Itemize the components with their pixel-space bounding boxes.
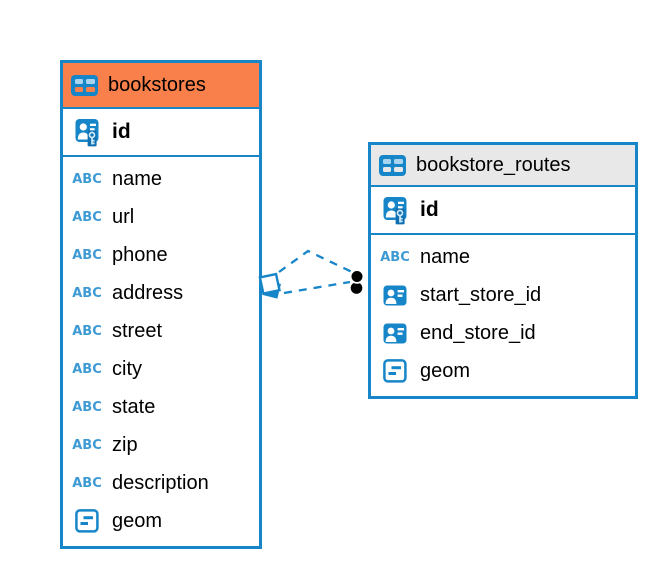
column-label: url: [112, 205, 135, 228]
column-label: name: [112, 167, 163, 190]
column-label: state: [112, 395, 156, 418]
column-row-city: ABC city: [71, 350, 251, 388]
column-label: id: [112, 120, 131, 143]
text-type-icon: ABC: [72, 361, 102, 377]
column-label: start_store_id: [420, 283, 542, 306]
column-row-phone: ABC phone: [71, 236, 251, 274]
primary-key-icon: [75, 118, 98, 146]
relationship-line-upper[interactable]: [278, 249, 353, 274]
column-row-name: ABC name: [71, 160, 251, 198]
text-type-icon: ABC: [72, 399, 102, 415]
text-type-icon: ABC: [72, 171, 102, 187]
column-row-state: ABC state: [71, 388, 251, 426]
primary-key-icon: [383, 196, 406, 224]
relationship-line-lower[interactable]: [283, 280, 351, 295]
relationship-target-dot-upper[interactable]: [349, 269, 365, 284]
text-type-icon: ABC: [72, 437, 102, 453]
column-label: description: [112, 471, 209, 494]
column-label: city: [112, 357, 142, 380]
text-type-icon: ABC: [380, 249, 410, 265]
text-type-icon: ABC: [72, 247, 102, 263]
table-title: bookstores: [108, 73, 206, 96]
relationship-source-anchor-front-square[interactable]: [258, 272, 281, 296]
primary-key-section: id: [63, 109, 259, 157]
text-type-icon: ABC: [72, 475, 102, 491]
column-label: id: [420, 198, 439, 221]
geometry-type-icon: [383, 359, 407, 383]
column-label: zip: [112, 433, 138, 456]
primary-key-section: id: [371, 187, 635, 235]
column-row-name: ABC name: [379, 238, 627, 276]
table-icon: [71, 74, 98, 96]
column-label: street: [112, 319, 163, 342]
relationship-target-dot-lower[interactable]: [350, 282, 363, 294]
column-row-id: id: [71, 109, 251, 155]
text-type-icon: ABC: [72, 209, 102, 225]
column-row-geom: geom: [71, 502, 251, 540]
geometry-type-icon: [75, 509, 99, 533]
column-row-start_store_id: start_store_id: [379, 276, 627, 314]
table-title: bookstore_routes: [416, 153, 571, 176]
column-row-zip: ABC zip: [71, 426, 251, 464]
column-label: name: [420, 245, 471, 268]
table-header-bookstores[interactable]: bookstores: [63, 63, 259, 109]
reference-icon: [383, 285, 407, 305]
table-icon: [379, 154, 406, 176]
table-header-bookstore-routes[interactable]: bookstore_routes: [371, 145, 635, 187]
column-row-description: ABC description: [71, 464, 251, 502]
column-label: phone: [112, 243, 168, 266]
text-type-icon: ABC: [72, 323, 102, 339]
column-label: address: [112, 281, 184, 304]
column-label: geom: [420, 359, 471, 382]
column-row-street: ABC street: [71, 312, 251, 350]
relationship-source-anchor-back-square[interactable]: [262, 280, 281, 299]
text-type-icon: ABC: [72, 285, 102, 301]
column-row-geom: geom: [379, 352, 627, 390]
column-label: end_store_id: [420, 321, 536, 344]
column-row-id: id: [379, 187, 627, 233]
column-label: geom: [112, 509, 163, 532]
column-row-address: ABC address: [71, 274, 251, 312]
table-node-bookstore-routes[interactable]: bookstore_routes id ABC name start_store_i…: [368, 142, 638, 399]
column-row-url: ABC url: [71, 198, 251, 236]
reference-icon: [383, 323, 407, 343]
column-row-end_store_id: end_store_id: [379, 314, 627, 352]
